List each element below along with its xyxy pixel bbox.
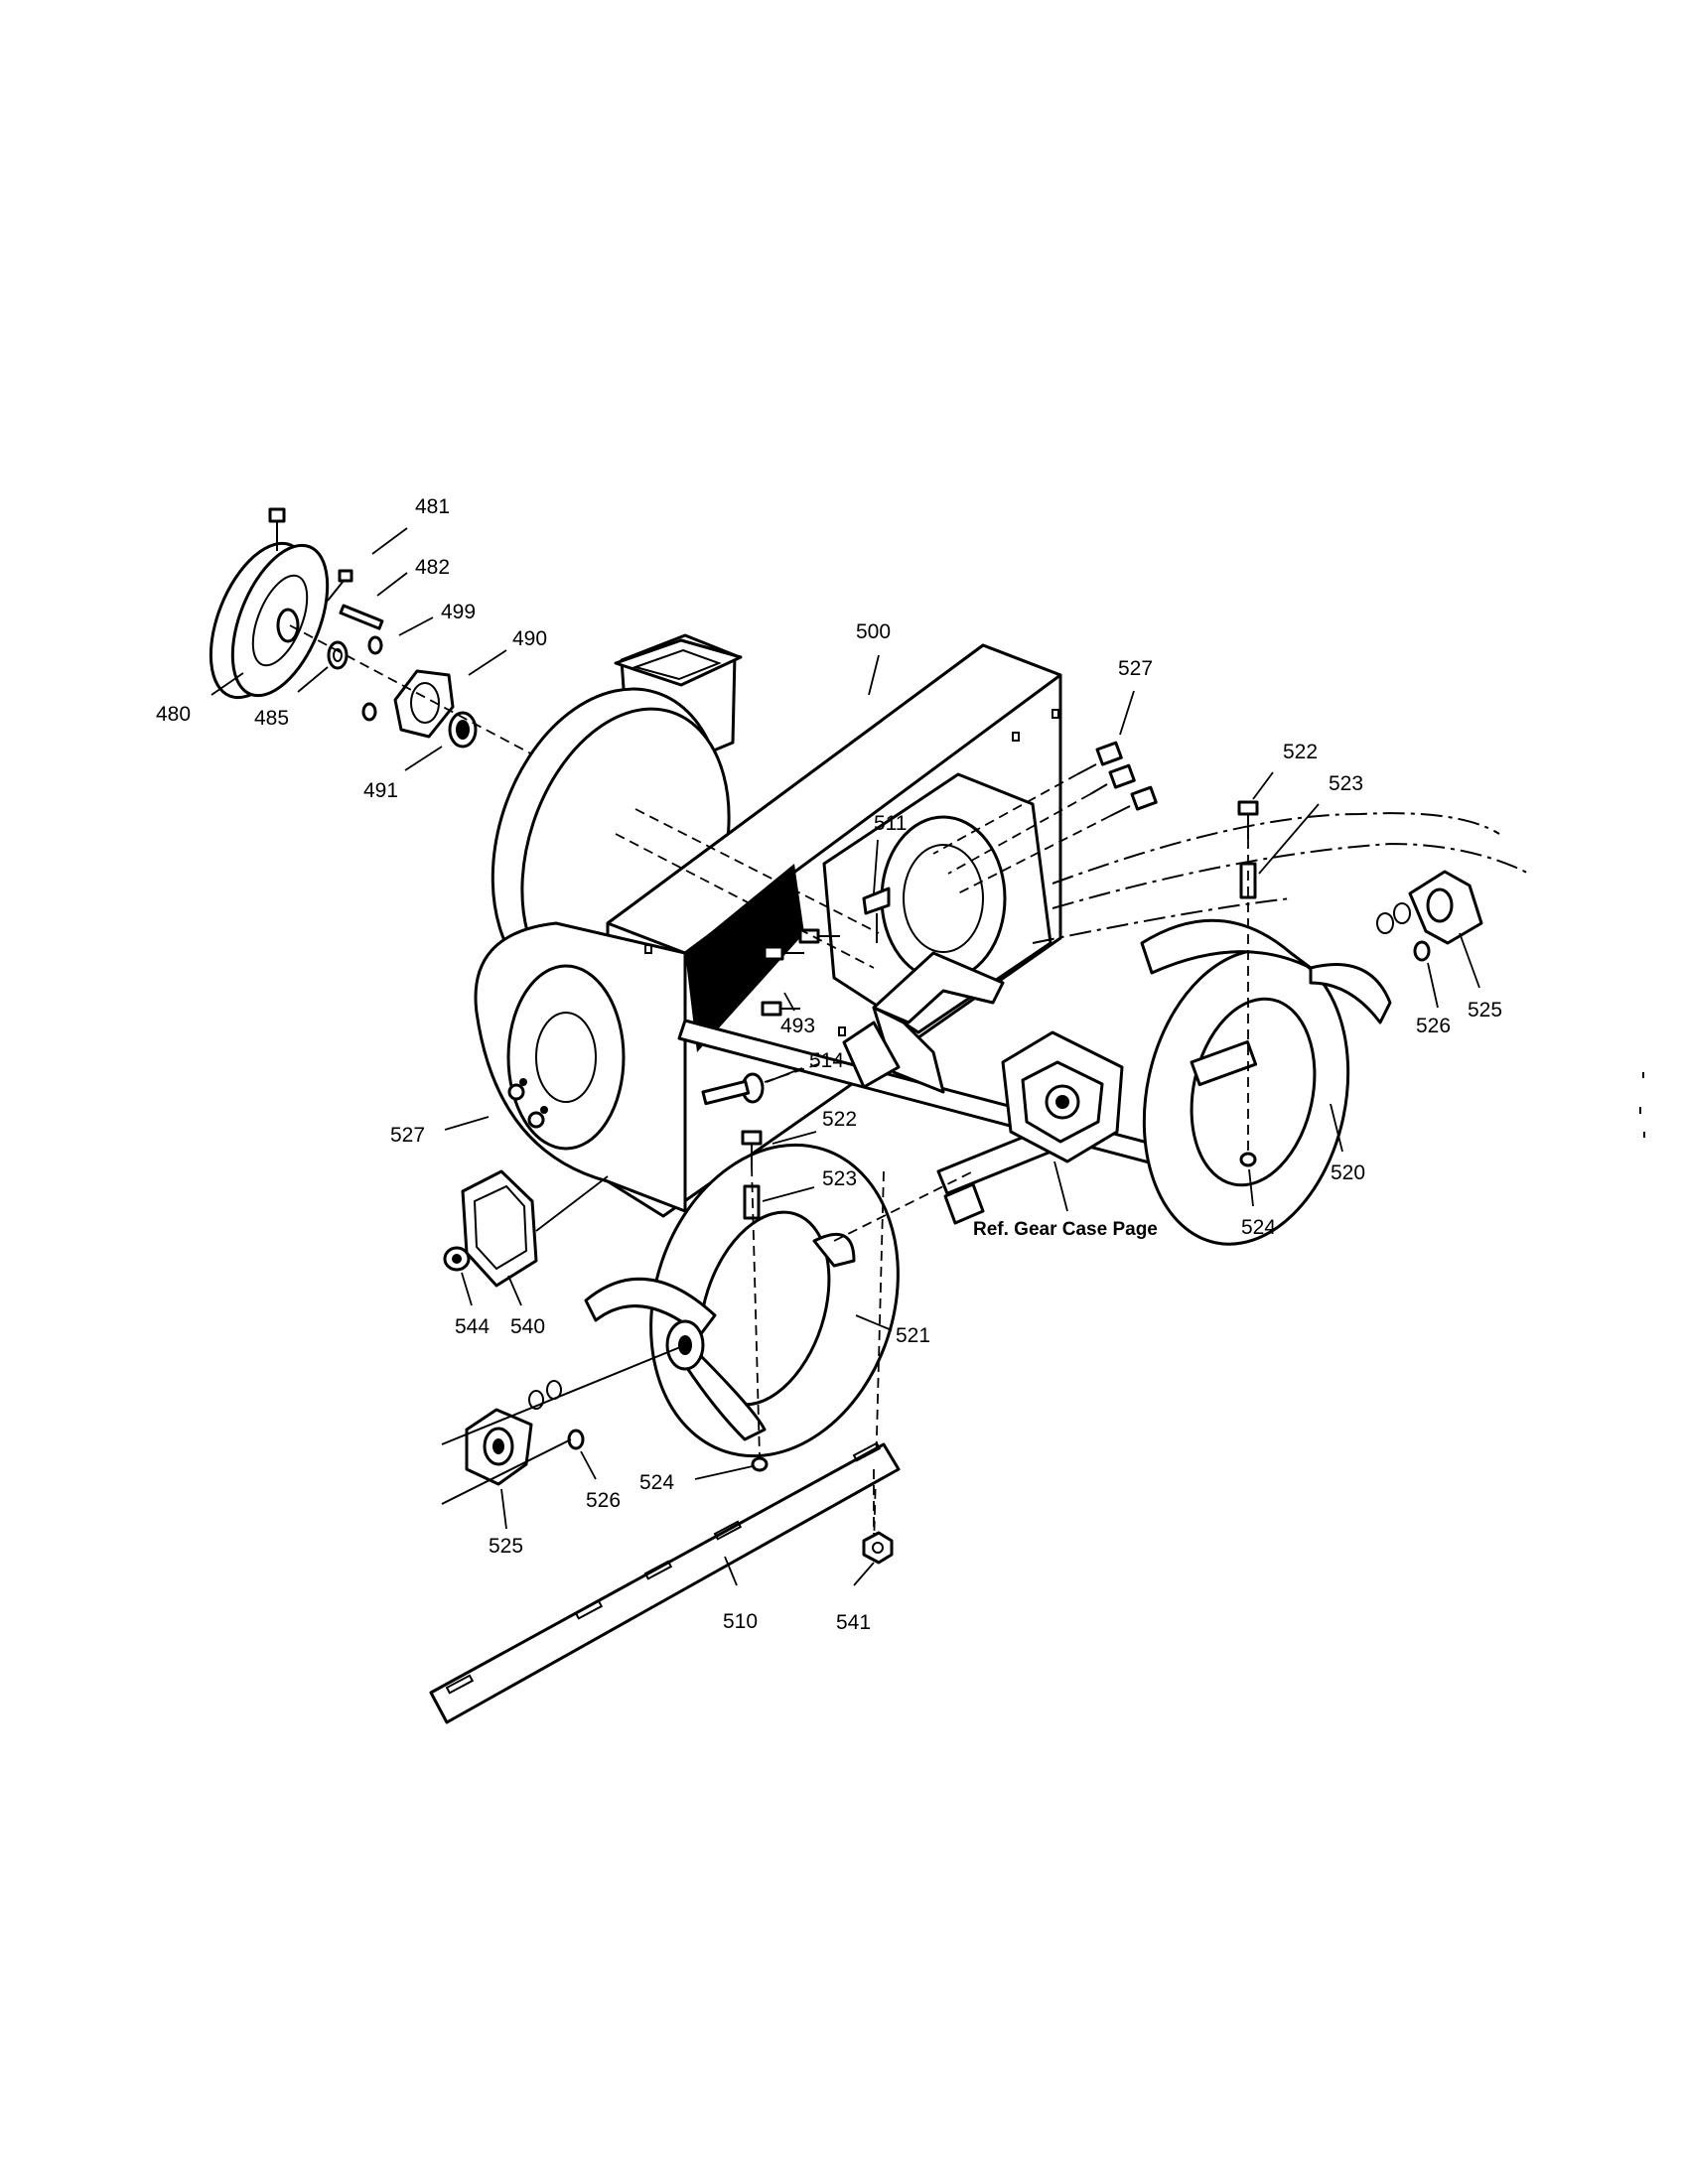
bearing-491: [448, 711, 478, 749]
nut-524-upper: [1239, 1152, 1257, 1167]
nut-541: [862, 1531, 894, 1565]
auger-520: [1140, 918, 1392, 1246]
callout-490: 490: [512, 627, 547, 650]
nut-544: [443, 1246, 471, 1272]
callout-524-lower: 524: [639, 1471, 674, 1494]
bolt-small: [327, 569, 353, 602]
callout-493: 493: [780, 1015, 815, 1037]
ref-gear-case-note: Ref. Gear Case Page: [973, 1219, 1158, 1240]
callout-labels: 481 482 499 490 480 485 491 500 527 522 …: [156, 495, 1502, 1634]
key-482: [339, 604, 384, 630]
bolt-511: [862, 887, 891, 943]
gear-case: [1001, 1030, 1124, 1163]
callout-499: 499: [441, 601, 476, 623]
callout-522-upper: 522: [1283, 741, 1318, 763]
edge-marks: [1639, 1072, 1645, 1138]
bearing-flange-525-upper: [1376, 870, 1483, 945]
callout-485: 485: [254, 707, 289, 730]
shear-bolt-522-upper: [1237, 800, 1259, 839]
callout-491: 491: [363, 779, 398, 802]
callout-514: 514: [809, 1049, 844, 1072]
callout-527-upper: 527: [1118, 657, 1153, 680]
bolts-493: [761, 928, 840, 1017]
nut-524-lower: [751, 1456, 769, 1472]
skid-540: [461, 1169, 538, 1288]
callout-480: 480: [156, 703, 191, 726]
scraper-bar-510: [429, 1441, 901, 1724]
callout-510: 510: [723, 1610, 758, 1633]
washer-526-lower: [567, 1429, 585, 1450]
callout-525-lower: 525: [489, 1535, 523, 1558]
callout-511: 511: [874, 812, 907, 835]
flange-490: [393, 669, 455, 739]
callout-526-lower: 526: [586, 1489, 621, 1512]
impeller: [842, 951, 1005, 1094]
callout-526-upper: 526: [1416, 1015, 1451, 1037]
callout-523-upper: 523: [1329, 772, 1363, 795]
callout-544: 544: [455, 1315, 490, 1338]
washer-526-upper: [1413, 940, 1431, 962]
callout-482: 482: [415, 556, 450, 579]
washers-499: [361, 635, 383, 722]
pulley-480: [209, 541, 330, 700]
callout-481: 481: [415, 495, 450, 518]
leader-lines: [210, 527, 1480, 1586]
callout-524-upper: 524: [1241, 1216, 1276, 1239]
callout-523-lower: 523: [822, 1167, 857, 1190]
shear-bolt-522-lower: [741, 1130, 763, 1166]
bolt-481: [268, 507, 286, 551]
callout-541: 541: [836, 1611, 871, 1634]
callout-540: 540: [510, 1315, 545, 1338]
auger-housing-500: [474, 633, 1062, 1218]
bolt-514: [701, 1072, 765, 1106]
callout-520: 520: [1331, 1161, 1365, 1184]
callout-527-lower: 527: [390, 1124, 425, 1147]
callout-521: 521: [896, 1324, 930, 1347]
callout-522-lower: 522: [822, 1108, 857, 1131]
bolts-527-upper: [1076, 741, 1158, 817]
callout-500: 500: [856, 620, 891, 643]
spacer-485: [327, 640, 349, 670]
callout-525-upper: 525: [1468, 999, 1502, 1022]
